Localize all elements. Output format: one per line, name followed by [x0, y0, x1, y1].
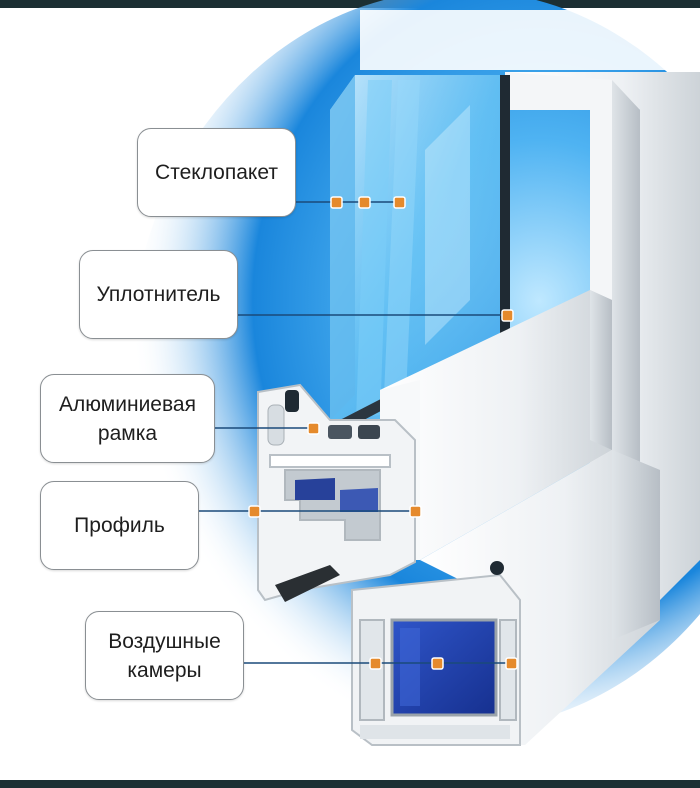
sash-profile [257, 290, 612, 602]
label-seal: Уплотнитель [79, 250, 238, 339]
marker-chambers-1 [369, 657, 382, 670]
marker-seal [501, 309, 514, 322]
bottom-border [0, 780, 700, 788]
marker-chambers-3 [505, 657, 518, 670]
label-glass-unit: Стеклопакет [137, 128, 296, 217]
marker-glass-2 [358, 196, 371, 209]
marker-profile-2 [409, 505, 422, 518]
top-border [0, 0, 700, 8]
markers [248, 196, 518, 670]
label-aluminum-frame: Алюминиевая рамка [40, 374, 215, 463]
marker-glass-3 [393, 196, 406, 209]
marker-profile-1 [248, 505, 261, 518]
marker-aluminum [307, 422, 320, 435]
label-profile: Профиль [40, 481, 199, 570]
marker-chambers-2 [431, 657, 444, 670]
marker-glass-1 [330, 196, 343, 209]
label-air-chambers: Воздушные камеры [85, 611, 244, 700]
